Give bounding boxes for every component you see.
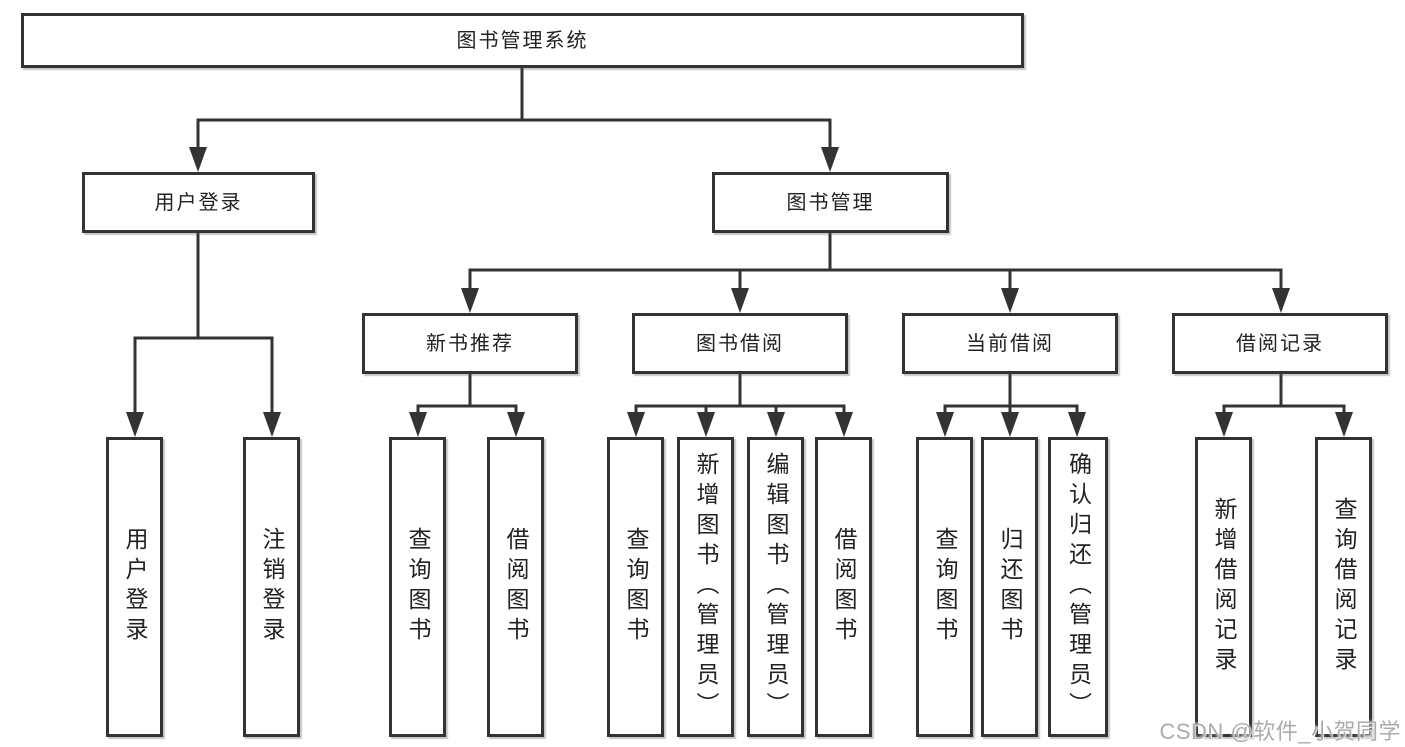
csdn-watermark: CSDN @软件_小贺同学 bbox=[1159, 719, 1401, 744]
connector-user-login-to-leaves bbox=[126, 231, 281, 437]
arrowhead bbox=[1335, 412, 1353, 437]
node-book-management: 图书管理 bbox=[712, 172, 949, 233]
arrowhead bbox=[409, 412, 427, 437]
leaf-logout: 注销登录 bbox=[243, 437, 300, 737]
arrowhead bbox=[731, 288, 749, 313]
node-label: 查询图书 bbox=[623, 527, 649, 647]
arrowhead bbox=[767, 412, 785, 437]
connector-new-books-to-leaves bbox=[409, 373, 525, 437]
leaf-records-query-record: 查询借阅记录 bbox=[1315, 437, 1372, 737]
connector-current-borrow-to-leaves bbox=[936, 373, 1086, 437]
node-label: 图书管理系统 bbox=[456, 29, 589, 52]
node-label: 确认归还（管理员） bbox=[1065, 452, 1092, 722]
leaf-borrowing-query-book: 查询图书 bbox=[607, 437, 664, 737]
node-label: 归还图书 bbox=[997, 527, 1023, 647]
node-label: 借阅图书 bbox=[831, 527, 857, 647]
node-borrow-records: 借阅记录 bbox=[1172, 313, 1388, 374]
leaf-newbooks-borrow-book: 借阅图书 bbox=[487, 437, 544, 737]
node-label: 新增图书（管理员） bbox=[693, 452, 719, 722]
arrowhead bbox=[1068, 412, 1086, 437]
leaf-user-login: 用户登录 bbox=[106, 437, 163, 737]
node-label: 注销登录 bbox=[259, 527, 285, 647]
arrowhead bbox=[1215, 412, 1233, 437]
leaf-records-add-record: 新增借阅记录 bbox=[1195, 437, 1252, 737]
connector-borrow-records-to-leaves bbox=[1215, 373, 1353, 437]
arrowhead bbox=[1272, 288, 1290, 313]
connector-book-mgmt-to-level3 bbox=[461, 231, 1290, 313]
node-label: 查询图书 bbox=[405, 527, 431, 647]
leaf-current-return-book: 归还图书 bbox=[981, 437, 1038, 737]
node-label: 借阅图书 bbox=[503, 527, 529, 647]
leaf-borrowing-edit-book-admin: 编辑图书（管理员） bbox=[747, 437, 804, 737]
arrowhead bbox=[936, 412, 954, 437]
leaf-current-query-book: 查询图书 bbox=[916, 437, 973, 737]
leaf-borrowing-borrow-book: 借阅图书 bbox=[815, 437, 872, 737]
arrowhead bbox=[1001, 288, 1019, 313]
leaf-newbooks-query-book: 查询图书 bbox=[389, 437, 446, 737]
node-current-borrowing: 当前借阅 bbox=[902, 313, 1118, 374]
node-label: 用户登录 bbox=[122, 527, 148, 647]
node-label: 当前借阅 bbox=[966, 332, 1054, 355]
node-label: 图书管理 bbox=[786, 191, 875, 214]
arrowhead bbox=[835, 412, 853, 437]
arrowhead bbox=[461, 288, 479, 313]
node-root-system: 图书管理系统 bbox=[21, 13, 1024, 68]
arrowhead bbox=[697, 412, 715, 437]
arrowhead bbox=[1001, 412, 1019, 437]
arrowhead bbox=[507, 412, 525, 437]
node-label: 借阅记录 bbox=[1236, 332, 1324, 355]
arrowhead bbox=[263, 412, 281, 437]
node-book-borrowing: 图书借阅 bbox=[632, 313, 848, 374]
node-new-book-recommend: 新书推荐 bbox=[362, 313, 578, 374]
connector-book-borrow-to-leaves bbox=[627, 373, 853, 437]
arrowhead bbox=[126, 412, 144, 437]
arrowhead bbox=[627, 412, 645, 437]
node-label: 查询借阅记录 bbox=[1331, 497, 1357, 677]
node-label: 编辑图书（管理员） bbox=[763, 452, 789, 722]
node-label: 新增借阅记录 bbox=[1211, 497, 1237, 677]
node-label: 用户登录 bbox=[154, 191, 243, 214]
arrowhead bbox=[821, 147, 839, 172]
connector-root-to-level2 bbox=[189, 66, 839, 172]
node-label: 图书借阅 bbox=[696, 332, 784, 355]
arrowhead bbox=[189, 147, 207, 172]
leaf-current-confirm-return-admin: 确认归还（管理员） bbox=[1048, 437, 1108, 737]
node-user-login: 用户登录 bbox=[82, 172, 315, 233]
node-label: 新书推荐 bbox=[426, 332, 514, 355]
leaf-borrowing-add-book-admin: 新增图书（管理员） bbox=[677, 437, 734, 737]
node-label: 查询图书 bbox=[932, 527, 958, 647]
